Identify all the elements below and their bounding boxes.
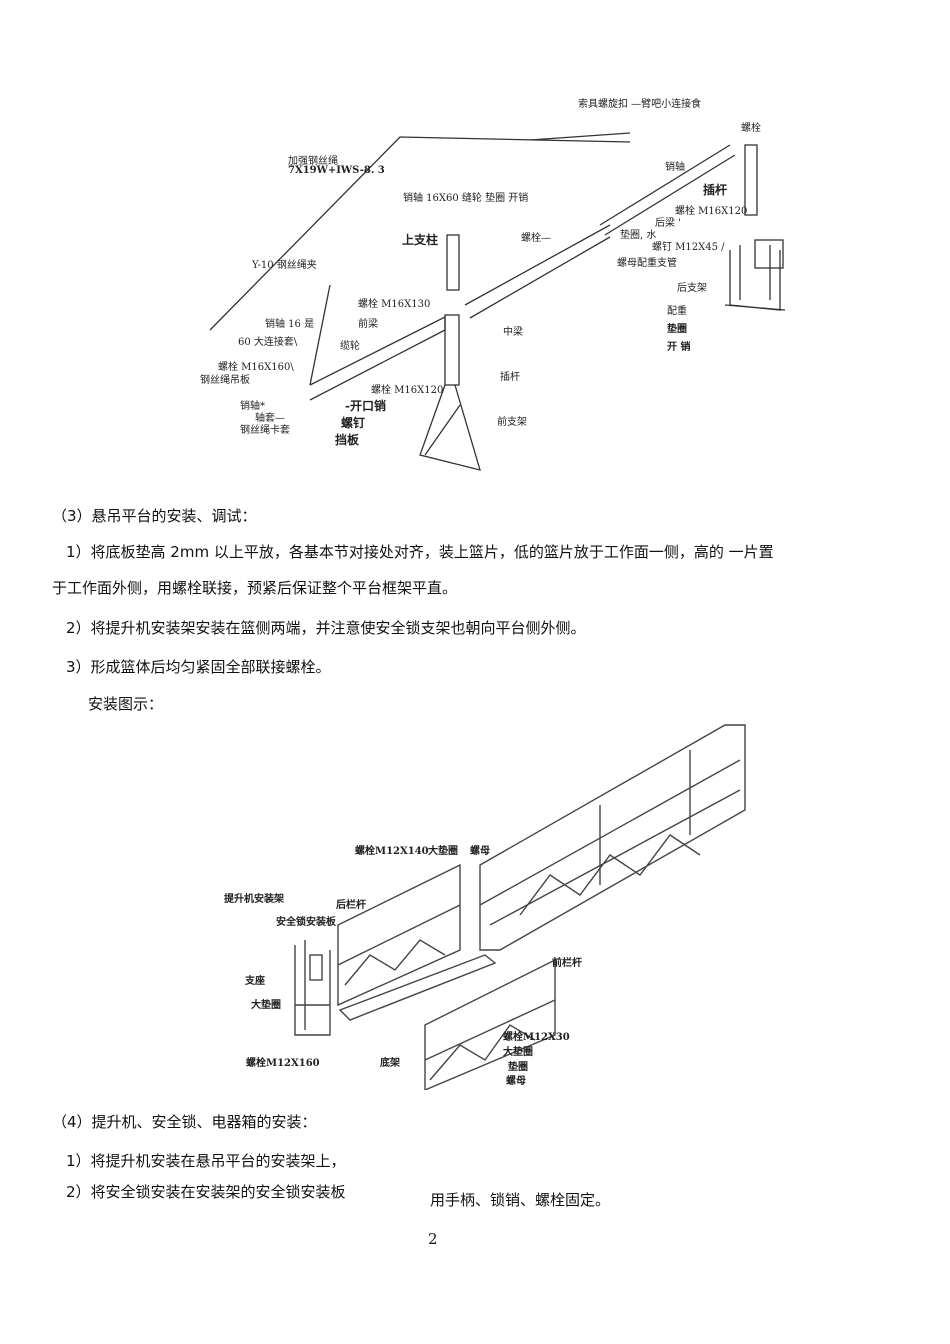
label: 后支架 xyxy=(677,283,707,294)
label: -开口销 xyxy=(345,399,386,413)
label: 安全锁安装板 xyxy=(276,917,336,928)
label: 垫圈 xyxy=(667,324,687,335)
paragraph: 1）将提升机安装在悬吊平台的安装架上， xyxy=(66,1152,346,1170)
platform-assembly-diagram: 螺栓M12X140 大垫圈 螺母 提升机安装架 后栏杆 安全锁安装板 前栏杆 支… xyxy=(220,715,770,1090)
label: 加强钢丝绳 xyxy=(288,156,338,167)
label: 销轴 16X60 缝轮 垫圈 开销 xyxy=(403,193,529,204)
section-3-title: （3）悬吊平台的安装、调试： xyxy=(52,507,257,525)
label: 上支柱 xyxy=(402,233,439,247)
label: 螺栓 M16X160\ xyxy=(218,362,294,373)
label: 销轴* xyxy=(240,401,265,412)
label: 前支架 xyxy=(497,417,527,428)
label: 轴套— xyxy=(255,413,285,424)
label: 螺钉 xyxy=(341,416,366,430)
label: 7X19W+IWS-8. 3 xyxy=(288,165,385,176)
label: 螺栓 M16X120 xyxy=(371,385,444,396)
label: 螺栓— xyxy=(521,233,551,244)
label: 螺栓 M16X120 xyxy=(675,206,748,217)
label: 插杆 xyxy=(500,372,520,383)
label: 螺栓 xyxy=(741,123,761,134)
label: 支座 xyxy=(245,976,265,987)
page-number: 2 xyxy=(428,1230,438,1248)
paragraph: 1）将底板垫高 2mm 以上平放，各基本节对接处对齐，装上篮片，低的篮片放于工作… xyxy=(66,543,774,561)
label: 插杆 xyxy=(703,183,728,197)
paragraph: 2）将提升机安装架安装在篮侧两端，并注意使安全锁支架也朝向平台侧外侧。 xyxy=(66,619,586,637)
label: 螺栓M12X30 xyxy=(503,1032,570,1043)
paragraph: 2）将安全锁安装在安装架的安全锁安装板 xyxy=(66,1183,346,1201)
label: 大垫圈 xyxy=(251,1000,281,1011)
label: Y-10 钢丝绳夹 xyxy=(252,260,317,271)
paragraph: 用手柄、锁销、螺栓固定。 xyxy=(430,1191,611,1209)
suspension-mechanism-diagram: 索具螺旋扣 —臂吧小连接食 螺栓 销轴 加强钢丝绳 7X19W+IWS-8. 3… xyxy=(200,85,800,475)
label: 螺母 xyxy=(470,846,490,857)
label: 螺钉 M12X45 / xyxy=(652,242,725,253)
label: 螺栓 M16X130 xyxy=(358,299,431,310)
section-4-title: （4）提升机、安全锁、电器箱的安装： xyxy=(52,1113,317,1131)
label: 螺栓M12X140 xyxy=(355,846,429,857)
label: 大垫圈 xyxy=(428,846,458,857)
label: 后梁 ' xyxy=(655,218,681,229)
figure-caption: 安装图示： xyxy=(88,695,164,713)
label: 销轴 xyxy=(665,162,685,173)
label: 前栏杆 xyxy=(552,958,582,969)
label: 配重 xyxy=(667,306,687,317)
label: 中梁 xyxy=(503,327,523,338)
label: 开 销 xyxy=(667,342,691,353)
label: 索具螺旋扣 —臂吧小连接食 xyxy=(578,99,702,110)
label: 螺栓M12X160 xyxy=(246,1058,320,1069)
paragraph: 3）形成篮体后均匀紧固全部联接螺栓。 xyxy=(66,658,331,676)
label: 销轴 16 是 xyxy=(265,319,315,330)
diagram-drawing xyxy=(209,132,786,471)
label: 螺母 xyxy=(506,1076,526,1087)
label: 垫圈 xyxy=(508,1062,528,1073)
label: 挡板 xyxy=(335,433,360,447)
label: 前梁 xyxy=(358,319,378,330)
label: 底架 xyxy=(380,1058,400,1069)
label: 后栏杆 xyxy=(336,900,366,911)
paragraph: 于工作面外侧，用螺栓联接，预紧后保证整个平台框架平直。 xyxy=(52,579,458,597)
diagram-drawing xyxy=(294,724,746,1090)
label: 60 大连接套\ xyxy=(238,337,298,348)
label: 提升机安装架 xyxy=(224,894,284,905)
label: 螺母配重支管 xyxy=(617,258,677,269)
label: 大垫圈 xyxy=(503,1047,533,1058)
label: 钢丝绳吊板 xyxy=(200,375,250,386)
label: 垫圈, 水 xyxy=(620,230,657,241)
label: 缆轮 xyxy=(340,341,360,352)
label: 钢丝绳卡套 xyxy=(240,425,290,436)
